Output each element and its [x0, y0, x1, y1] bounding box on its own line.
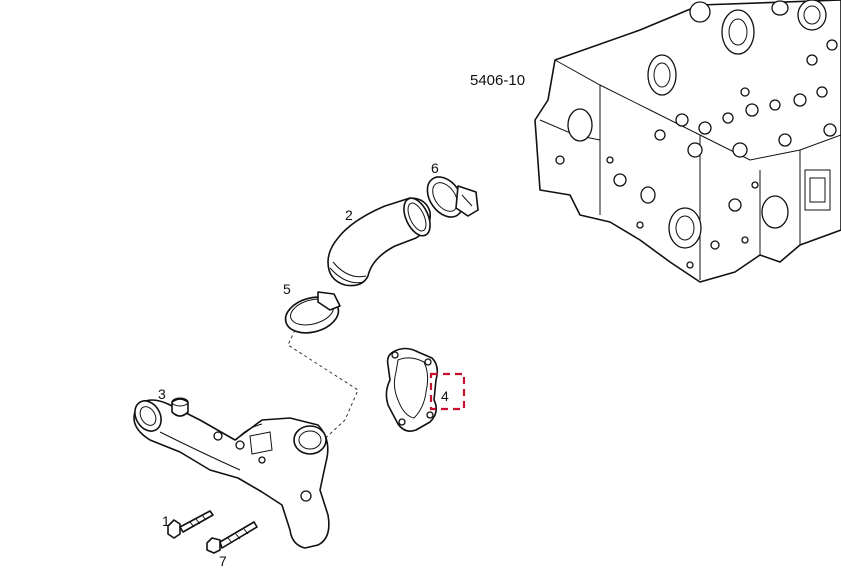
callout-1[interactable]: 1 [162, 513, 170, 529]
cylinder-head [534, 0, 841, 283]
callout-6[interactable]: 6 [431, 160, 439, 176]
callout-5[interactable]: 5 [283, 281, 291, 297]
callout-2[interactable]: 2 [345, 207, 353, 223]
reference-label: 5406-10 [470, 72, 525, 89]
callout-4[interactable]: 4 [441, 388, 449, 404]
part-3-coolant-pipe [133, 397, 330, 549]
highlight-box [429, 372, 466, 411]
part-6-hose-clamp [426, 176, 479, 218]
callout-3[interactable]: 3 [158, 386, 166, 402]
part-2-hose [327, 197, 432, 287]
part-1-bolt [167, 510, 214, 539]
part-4-gasket [385, 347, 439, 432]
callout-7[interactable]: 7 [219, 553, 227, 569]
part-7-stud-bolt [206, 521, 258, 554]
alignment-line [287, 329, 359, 446]
part-5-hose-clamp [284, 291, 341, 334]
